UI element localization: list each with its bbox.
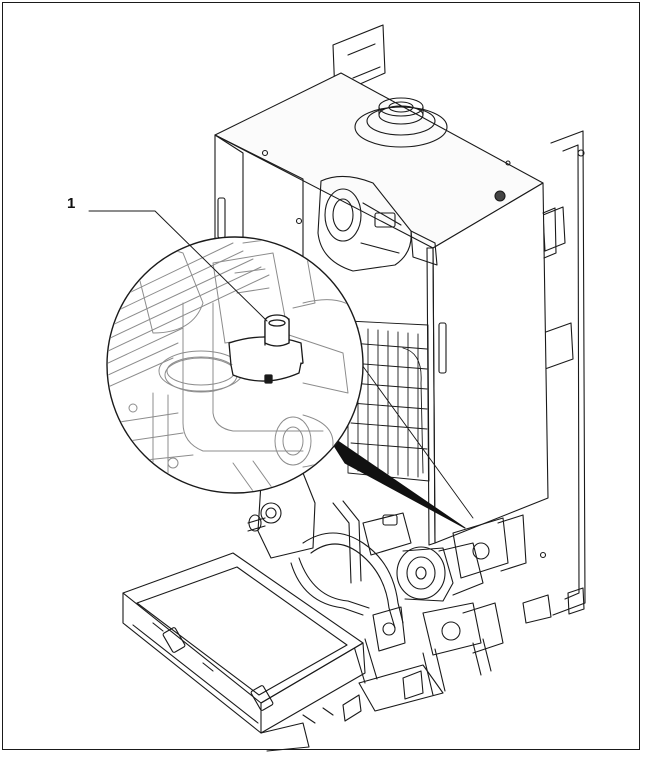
fan-assembly xyxy=(317,175,438,272)
mounting-frame xyxy=(332,24,586,616)
callout-leader-line xyxy=(88,210,268,322)
figure-frame: 1 xyxy=(2,2,640,752)
magnifier-detail-circle xyxy=(106,236,364,494)
boiler-illustration xyxy=(88,24,586,752)
callout-number-1: 1 xyxy=(67,195,76,212)
hydraulic-block xyxy=(247,472,552,712)
control-box xyxy=(122,552,366,752)
